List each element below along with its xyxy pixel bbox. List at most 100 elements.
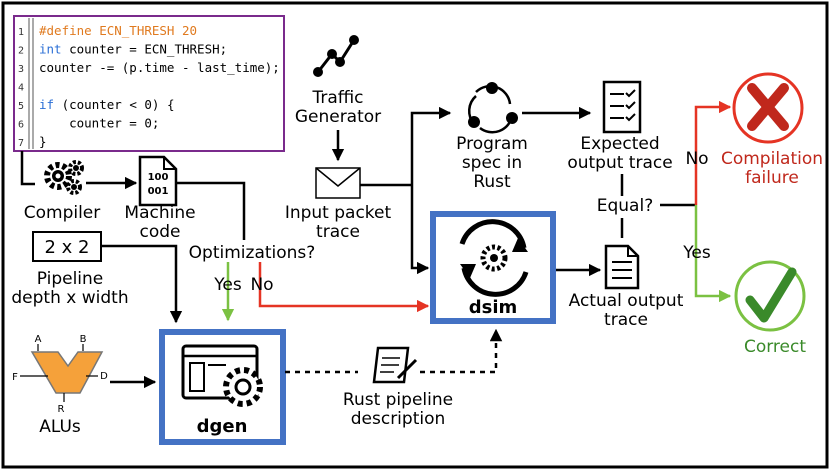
checkmark-icon	[745, 267, 797, 323]
sync-gear-icon	[459, 219, 529, 297]
code-to-compiler-wire	[20, 151, 35, 186]
binary-line-2: 001	[148, 186, 169, 197]
machine-to-opt-wire	[176, 181, 246, 240]
expected-trace-node: Expected output trace	[567, 80, 673, 173]
rust-desc-node: Rust pipeline description	[343, 346, 453, 429]
input-trace-label-2: trace	[316, 222, 360, 242]
alu-input-a: A	[35, 334, 42, 345]
equal-no-wire	[694, 100, 732, 205]
opt-yes-label: Yes	[213, 275, 242, 295]
opt-no-wire	[258, 262, 430, 313]
input-trace-node: Input packet trace	[285, 167, 392, 242]
expected-label-1: Expected	[580, 134, 659, 154]
code-line-number: 2	[18, 46, 24, 57]
failure-node: Compilation failure	[721, 72, 823, 188]
program-spec-node: Program spec in Rust	[456, 82, 528, 192]
dgen-node: dgen	[159, 329, 286, 445]
optimizations-label: Optimizations?	[189, 243, 316, 263]
machine-code-label-2: code	[140, 222, 181, 242]
spec-label-3: Rust	[473, 172, 511, 192]
code-token: counter = 0;	[39, 116, 159, 131]
code-token: counter = ECN_THRESH;	[62, 42, 228, 57]
dgen-window-gear-icon	[181, 344, 263, 407]
actual-label-1: Actual output	[569, 291, 684, 311]
pipeline-label-1: Pipeline	[37, 269, 104, 289]
failure-label-1: Compilation	[721, 149, 823, 169]
failure-label-2: failure	[745, 168, 799, 188]
input-trace-label-1: Input packet	[285, 203, 392, 223]
alu-output-r: R	[58, 404, 65, 415]
code-token: int	[39, 42, 62, 57]
rust-desc-label-1: Rust pipeline	[343, 390, 453, 410]
compiler-node: Compiler	[24, 160, 101, 223]
machine-code-label-1: Machine	[124, 203, 195, 223]
traffic-label-1: Traffic	[311, 88, 363, 108]
traffic-label-2: Generator	[295, 107, 381, 127]
pipeline-value: 2 x 2	[45, 237, 90, 258]
input-to-spec-wire	[410, 106, 452, 185]
dsim-label: dsim	[469, 297, 518, 318]
cross-icon	[747, 83, 789, 131]
binary-line-1: 100	[148, 172, 169, 183]
equal-yes-wire	[694, 205, 732, 303]
code-line-number: 6	[18, 120, 24, 131]
code-token: counter -= (p.time - last_time);	[39, 60, 280, 75]
expected-label-2: output trace	[567, 153, 672, 173]
pipeline-label-2: depth x width	[11, 288, 128, 308]
traffic-generator-node: Traffic Generator	[295, 35, 381, 127]
code-line: counter = 0;	[39, 116, 159, 131]
desc-to-dsim-wire	[420, 328, 503, 374]
code-line-number: 3	[18, 64, 24, 75]
compiler-label: Compiler	[24, 203, 101, 223]
spec-label-1: Program	[456, 134, 528, 154]
cycle-icon	[467, 82, 518, 134]
code-line: int counter = ECN_THRESH;	[39, 42, 227, 57]
binary-file-icon: 100 001	[138, 155, 178, 207]
code-line-number: 1	[18, 27, 24, 38]
code-lines: 1 2 3 4 5 6 7 #define ECN_THRESH 20 int counter …	[18, 23, 280, 149]
alu-icon	[30, 351, 104, 394]
code-line: #define ECN_THRESH 20	[39, 23, 197, 38]
graph-node-icon	[313, 35, 359, 77]
alu-node: A B F D R ALUs	[12, 334, 108, 437]
envelope-icon	[315, 167, 361, 199]
rust-desc-label-2: description	[351, 409, 446, 429]
code-line-number: 4	[18, 83, 24, 94]
equal-yes-label: Yes	[682, 243, 711, 263]
code-line-number: 5	[18, 101, 24, 112]
alu-input-b: B	[80, 334, 87, 345]
actual-label-2: trace	[604, 310, 648, 330]
alus-label: ALUs	[39, 417, 81, 437]
correct-label: Correct	[744, 337, 806, 357]
checklist-icon	[602, 80, 642, 134]
dsim-node: dsim	[430, 211, 556, 324]
equal-label: Equal?	[597, 196, 653, 216]
code-box-border	[13, 15, 285, 152]
code-line: }	[39, 134, 47, 149]
code-token: if	[39, 97, 54, 112]
alu-output-d: D	[100, 371, 108, 382]
pipeline-to-dgen-wire	[101, 244, 183, 324]
opt-no-label: No	[250, 275, 273, 295]
code-token: }	[39, 134, 47, 149]
machine-code-node: 100 001 Machine code	[124, 155, 196, 242]
code-line: if (counter < 0) {	[39, 97, 174, 112]
spec-label-2: spec in	[462, 153, 522, 173]
code-token: #define ECN_THRESH 20	[39, 23, 197, 38]
code-line-number: 7	[18, 138, 24, 149]
document-icon	[604, 244, 640, 290]
pipeline-node: 2 x 2 Pipeline depth x width	[11, 231, 129, 308]
input-to-dsim-wire	[410, 185, 430, 275]
scroll-icon	[372, 346, 418, 384]
actual-trace-node: Actual output trace	[569, 244, 684, 330]
code-listing: 1 2 3 4 5 6 7 #define ECN_THRESH 20 int counter …	[13, 15, 285, 152]
equal-no-label: No	[685, 149, 708, 169]
alu-input-f: F	[12, 372, 18, 383]
dgen-label: dgen	[197, 416, 248, 437]
code-line: counter -= (p.time - last_time);	[39, 60, 280, 75]
correct-node: Correct	[734, 260, 806, 357]
gears-icon	[44, 160, 84, 195]
